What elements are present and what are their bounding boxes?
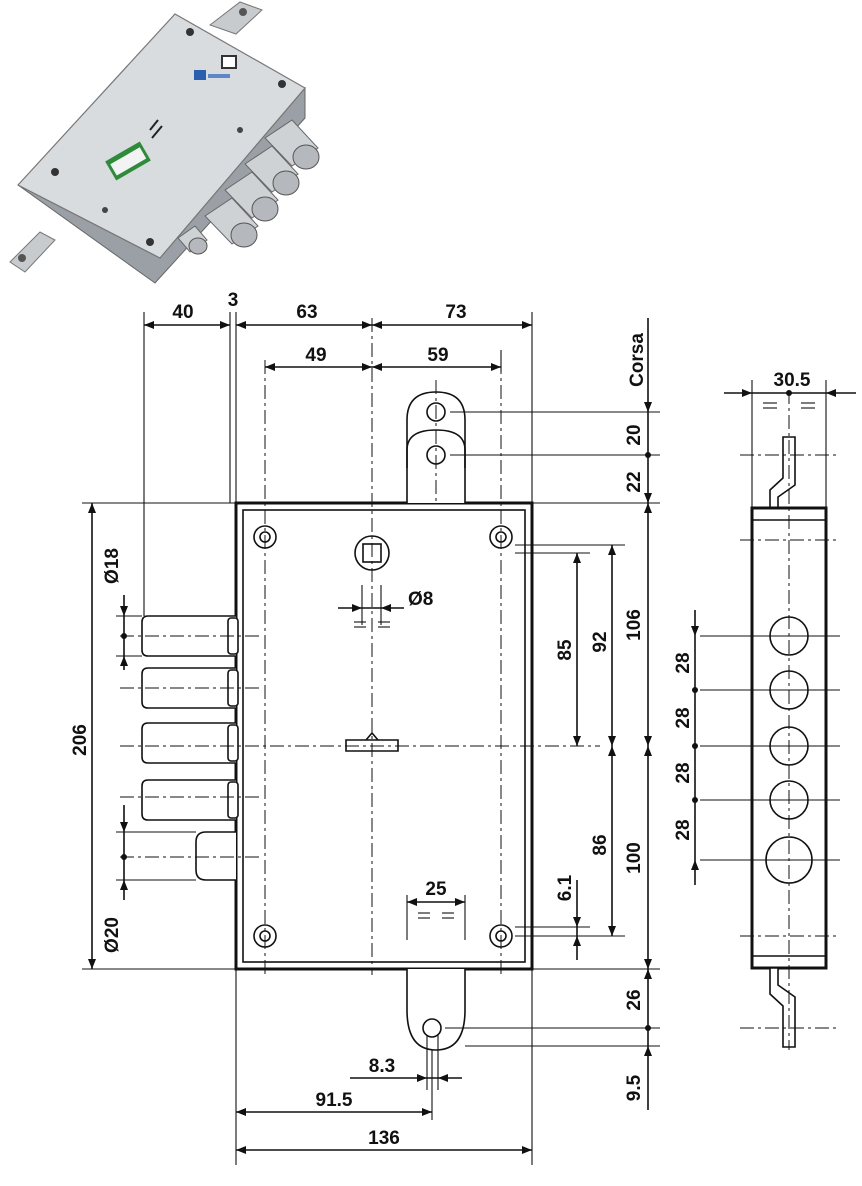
dim-40: 40 — [172, 302, 193, 323]
dim-25: 25 — [425, 879, 447, 900]
dim-91-5: 91.5 — [316, 1090, 353, 1111]
dim-49: 49 — [305, 345, 326, 366]
dim-9-5: 9.5 — [624, 1074, 645, 1101]
side-dim-28-d: 28 — [673, 819, 694, 840]
dim-d20: Ø20 — [102, 917, 123, 953]
side-dim-28-b: 28 — [673, 707, 694, 728]
dim-86: 86 — [590, 834, 611, 855]
dim-26: 26 — [624, 989, 645, 1010]
dim-106: 106 — [624, 609, 645, 641]
dim-63: 63 — [296, 302, 317, 323]
front-view: 40 3 63 73 49 59 Corsa 20 22 106 100 26 … — [70, 290, 660, 1165]
dim-85: 85 — [555, 639, 576, 661]
dim-100: 100 — [624, 842, 645, 874]
side-dim-30-5: 30.5 — [774, 370, 811, 391]
dim-6-1: 6.1 — [555, 874, 576, 901]
dim-22: 22 — [624, 471, 645, 492]
lock-photo — [9, 1, 320, 284]
dim-corsa: Corsa — [627, 333, 648, 387]
side-dim-28-a: 28 — [673, 652, 694, 673]
dim-136: 136 — [368, 1128, 400, 1149]
dim-3: 3 — [228, 290, 239, 311]
dim-73: 73 — [445, 302, 466, 323]
dim-20-top: 20 — [624, 424, 645, 445]
side-view: 28 28 28 28 30.5 — [673, 370, 856, 1050]
bottom-tab — [406, 969, 466, 1051]
dim-59: 59 — [427, 345, 448, 366]
dim-8-3: 8.3 — [369, 1056, 395, 1077]
lock-photo-bolts — [177, 119, 320, 255]
lock-case-inner-outline — [242, 509, 526, 963]
dim-206: 206 — [70, 724, 91, 756]
dim-d18: Ø18 — [102, 548, 123, 584]
front-bolts — [141, 615, 239, 881]
dim-d8: Ø8 — [408, 589, 433, 610]
screw-holes — [253, 525, 513, 948]
dim-92: 92 — [590, 631, 611, 652]
lock-case-outline — [234, 501, 534, 971]
side-dim-28-c: 28 — [673, 762, 694, 783]
